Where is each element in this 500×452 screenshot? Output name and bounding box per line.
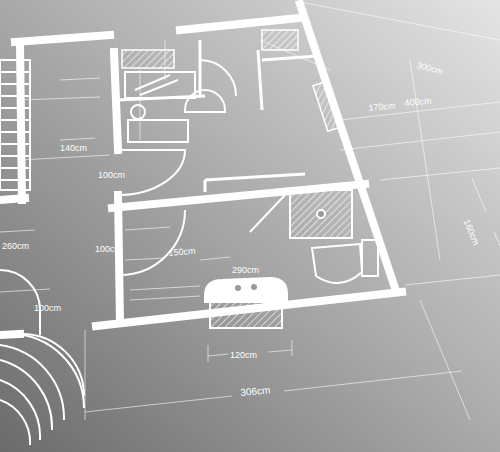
dimension-label: 120cm	[230, 350, 257, 360]
hatched-cabinet	[122, 50, 174, 68]
window	[313, 81, 343, 132]
hatched-cabinet	[262, 30, 298, 50]
bathroom-fixtures	[205, 190, 378, 328]
fixtures	[125, 72, 225, 142]
dimension-label: 260cm	[2, 241, 29, 251]
dimension-label: 100cm	[98, 170, 125, 180]
dimension-label: 290cm	[232, 265, 259, 275]
door-swings	[0, 60, 236, 445]
dimension-label: 100cm	[34, 303, 61, 313]
dimension-lines	[0, 2, 500, 420]
walls	[0, 4, 402, 335]
dimension-label: 100cm	[95, 244, 122, 254]
dimension-label: 140cm	[60, 143, 87, 153]
stairs	[0, 60, 30, 190]
thin-walls	[118, 40, 330, 192]
